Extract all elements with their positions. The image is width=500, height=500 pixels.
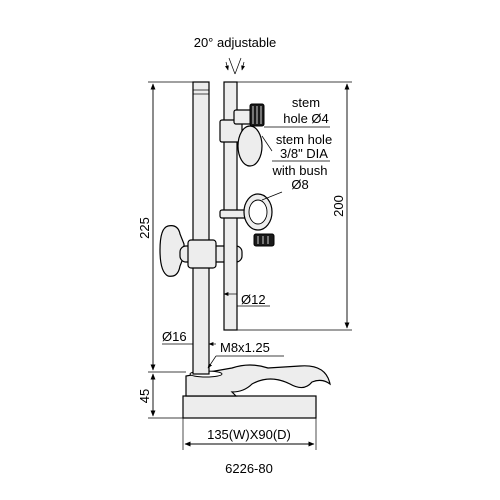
base-dimension: 135(W)X90(D)	[182, 418, 317, 450]
stem-hole-dia-label: 3/8" DIA	[280, 146, 328, 161]
angle-dimension: 20° adjustable	[194, 35, 277, 75]
lower-holder	[219, 193, 275, 247]
main-post	[192, 81, 210, 375]
bush-d8-label: Ø8	[291, 177, 308, 192]
dim-200-label: 200	[331, 195, 346, 217]
angle-label: 20° adjustable	[194, 35, 277, 50]
rod-d12-label: Ø12	[241, 292, 266, 307]
dim-45-label: 45	[137, 389, 152, 403]
stem-hole-callout: stem hole Ø4 stem hole 3/8" DIA with bus…	[261, 95, 332, 201]
dim-225-label: 225	[137, 217, 152, 239]
with-bush-label: with bush	[272, 163, 328, 178]
rod-d12-callout: Ø12	[223, 292, 270, 307]
thread-callout: M8x1.25	[207, 340, 284, 369]
dim-45: 45	[137, 373, 183, 419]
dim-200: 200	[237, 81, 352, 331]
clamp-knob	[159, 225, 185, 277]
base-size-label: 135(W)X90(D)	[207, 427, 291, 442]
post-d16-label: Ø16	[162, 329, 187, 344]
stem-label: stem	[292, 95, 320, 110]
stem-hole-label: stem hole	[276, 132, 332, 147]
post-d16-callout: Ø16	[162, 329, 216, 346]
upper-holder	[219, 103, 265, 167]
model-number: 6226-80	[225, 461, 273, 476]
thread-label: M8x1.25	[220, 340, 270, 355]
dim-225: 225	[137, 81, 193, 373]
base	[182, 364, 331, 419]
upright-rod	[223, 81, 238, 331]
hole-d4-label: hole Ø4	[283, 111, 329, 126]
